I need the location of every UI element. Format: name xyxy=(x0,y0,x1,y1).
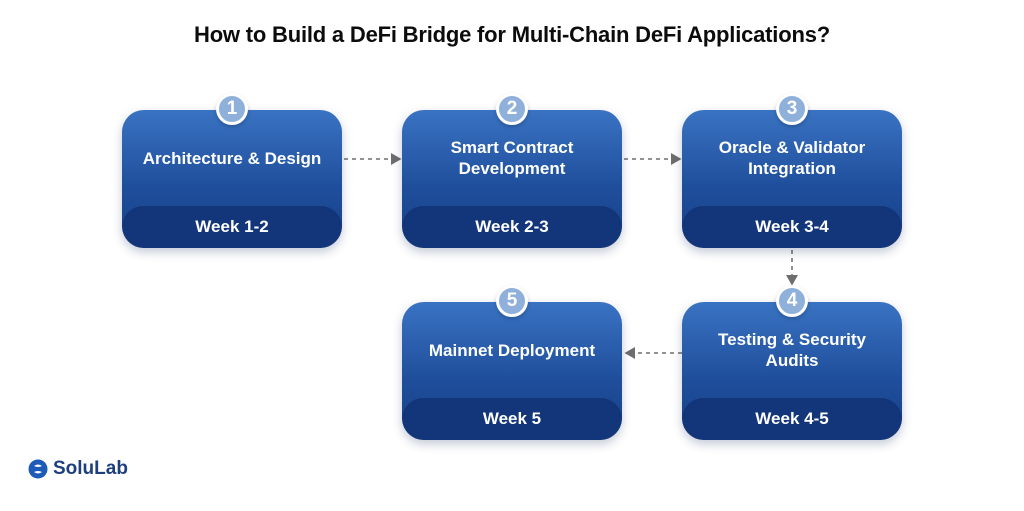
step-number-badge-1: 1 xyxy=(216,93,248,125)
brand-logo: SoluLab xyxy=(28,458,128,480)
step-label: Testing & Security Audits xyxy=(718,330,866,370)
step-card-5: Mainnet Deployment Week 5 xyxy=(402,302,622,440)
step-number-badge-4: 4 xyxy=(776,285,808,317)
step-week: Week 2-3 xyxy=(402,206,622,248)
step-number-badge-5: 5 xyxy=(496,285,528,317)
step-label: Architecture & Design xyxy=(142,148,322,168)
solulab-logo-icon xyxy=(28,459,48,479)
step-number-badge-2: 2 xyxy=(496,93,528,125)
step-card-3: Oracle & Validator Integration Week 3-4 xyxy=(682,110,902,248)
step-label: Oracle & Validator Integration xyxy=(718,138,866,178)
step-number-badge-3: 3 xyxy=(776,93,808,125)
step-label: Mainnet Deployment xyxy=(428,340,596,360)
step-card-4: Testing & Security Audits Week 4-5 xyxy=(682,302,902,440)
step-week: Week 3-4 xyxy=(682,206,902,248)
step-week: Week 1-2 xyxy=(122,206,342,248)
diagram-title: How to Build a DeFi Bridge for Multi-Cha… xyxy=(194,22,830,47)
brand-name: SoluLab xyxy=(53,458,128,479)
step-card-1: Architecture & Design Week 1-2 xyxy=(122,110,342,248)
step-card-2: Smart Contract Development Week 2-3 xyxy=(402,110,622,248)
step-week: Week 5 xyxy=(402,398,622,440)
step-label: Smart Contract Development xyxy=(450,138,574,178)
step-week: Week 4-5 xyxy=(682,398,902,440)
